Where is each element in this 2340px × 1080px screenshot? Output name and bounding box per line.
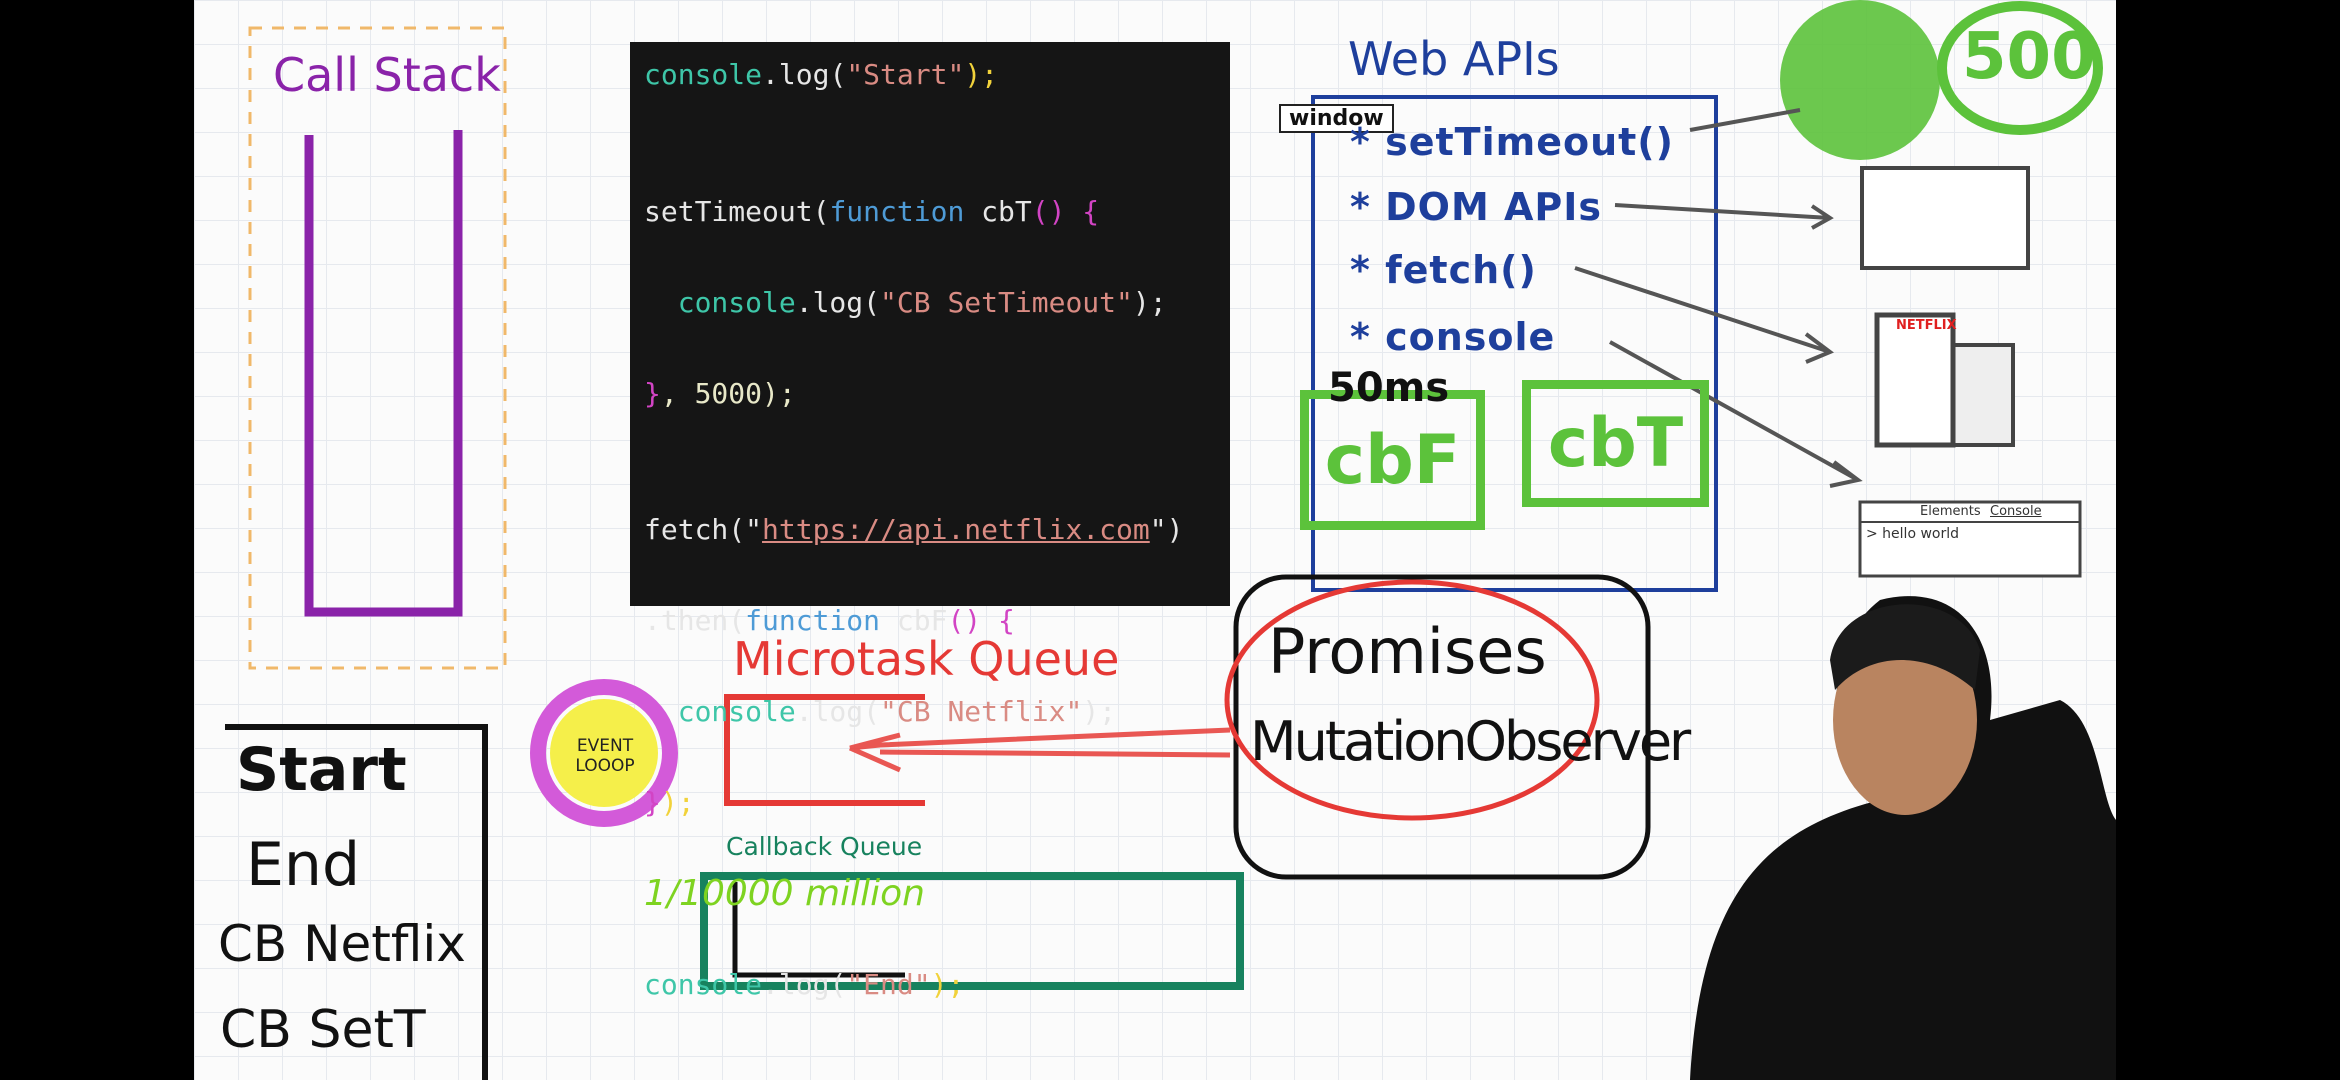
mutation-observer-label: MutationObserver (1250, 710, 1691, 773)
netflix-logo: NETFLIX (1896, 318, 1957, 333)
callback-queue-box (700, 872, 1244, 990)
timer-badge: 500 (1962, 20, 2096, 94)
call-stack-title: Call Stack (273, 48, 501, 102)
code-annotation: 1/10000 million (644, 873, 925, 914)
callback-queue-label: Callback Queue (726, 832, 923, 861)
console-output-line: CB SetT (220, 1000, 426, 1060)
code-line: }); (644, 786, 695, 819)
microtask-queue-box (724, 694, 925, 806)
devtools-tab-console: Console (1990, 504, 2042, 519)
code-line: .then(function cbF() { (644, 604, 1015, 637)
netflix-sketch (1874, 312, 1956, 448)
code-line: fetch("https://api.netflix.com") (644, 513, 1184, 546)
code-editor: console.log("Start"); setTimeout(functio… (630, 42, 1230, 1001)
timer-scribble-icon (1780, 0, 1940, 160)
microtask-arrow (848, 727, 1231, 773)
devtools-output: > hello world (1866, 526, 1960, 542)
console-output-line: End (246, 830, 361, 900)
callback-cbt: cbT (1522, 380, 1709, 507)
devtools-sketch (1858, 500, 2082, 578)
dom-sketch (1860, 166, 2030, 270)
api-settimeout: * setTimeout() (1350, 120, 1675, 164)
api-console: * console (1350, 315, 1556, 359)
promises-label: Promises (1268, 615, 1547, 688)
event-loop-ring (530, 679, 678, 827)
code-line: console.log("CB Netflix"); (644, 695, 1117, 728)
event-loop-icon (550, 699, 658, 807)
api-fetch: * fetch() (1350, 248, 1537, 292)
call-stack-dashed-border (248, 26, 507, 670)
web-apis-title: Web APIs (1348, 32, 1560, 86)
code-line: console.log("End"); (644, 968, 965, 1001)
call-stack-container (304, 130, 463, 617)
event-loop-label: EVENT LOOOP (575, 736, 635, 776)
promise-sources-box (1233, 574, 1651, 880)
promise-highlight-circle (1224, 579, 1600, 821)
code-line: setTimeout(function cbT() { (644, 194, 1100, 228)
api-dom: * DOM APIs (1350, 185, 1603, 229)
console-output-box (225, 724, 488, 1080)
microtask-queue-label: Microtask Queue (733, 632, 1120, 686)
badge-circle (1937, 1, 2103, 135)
code-line: console.log("CB SetTimeout"); (644, 285, 1167, 319)
code-line: console.log("Start"); (644, 58, 999, 91)
window-label: window (1279, 104, 1394, 133)
presenter-silhouette (1690, 596, 2116, 1080)
console-output-line: Start (236, 735, 407, 805)
devtools-tab-elements: Elements (1920, 504, 1981, 519)
console-output-line: CB Netflix (218, 915, 466, 973)
timer-label: 50ms (1328, 365, 1450, 411)
web-apis-box (1311, 95, 1718, 592)
code-line: }, 5000); (644, 376, 796, 410)
callback-cbf: cbF (1300, 390, 1485, 530)
